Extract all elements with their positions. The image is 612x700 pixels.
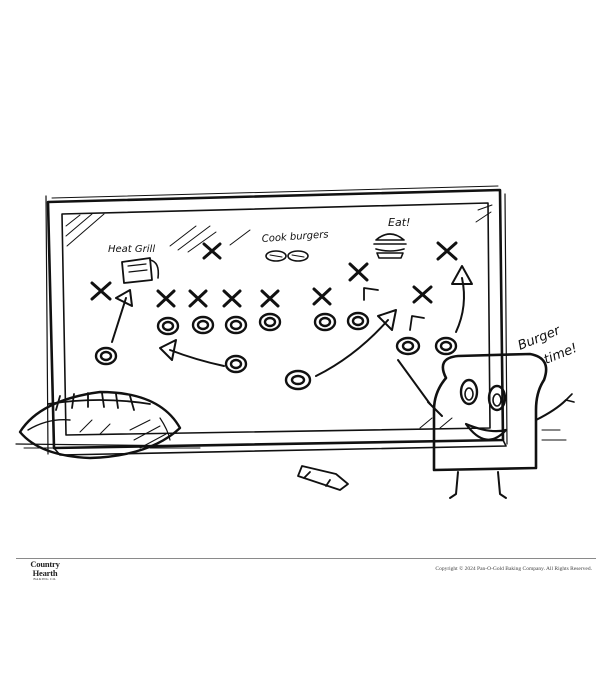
logo-line-1: Country (30, 559, 60, 569)
note-eat: Eat! (388, 216, 410, 229)
logo-line-2: Hearth (32, 567, 58, 578)
chalkboard (45, 185, 508, 456)
burger-icon (373, 233, 407, 259)
pointer-stick (397, 359, 431, 405)
note-heat-grill: Heat Grill (108, 244, 155, 255)
offense-o-marks (94, 311, 458, 391)
note-cook-burgers: Cook burgers (261, 229, 328, 245)
play-arrows (111, 265, 473, 377)
grill-drawing (121, 257, 160, 284)
chalk-piece (297, 465, 349, 491)
defense-x-marks (90, 241, 458, 308)
logo-tagline: BAKING CO. (33, 577, 57, 581)
toast-mascot (427, 352, 575, 499)
coloring-page-illustration: Heat Grill Cook burgers Eat! Burger time… (15, 185, 580, 499)
speech-time: time! (542, 341, 580, 368)
football (15, 390, 201, 460)
country-hearth-logo: Country Hearth BAKING CO. (22, 560, 68, 582)
copyright-notice: Copyright © 2024 Pan-O-Gold Baking Compa… (435, 566, 592, 572)
footer-divider (16, 558, 596, 559)
burger-patties (265, 250, 309, 262)
